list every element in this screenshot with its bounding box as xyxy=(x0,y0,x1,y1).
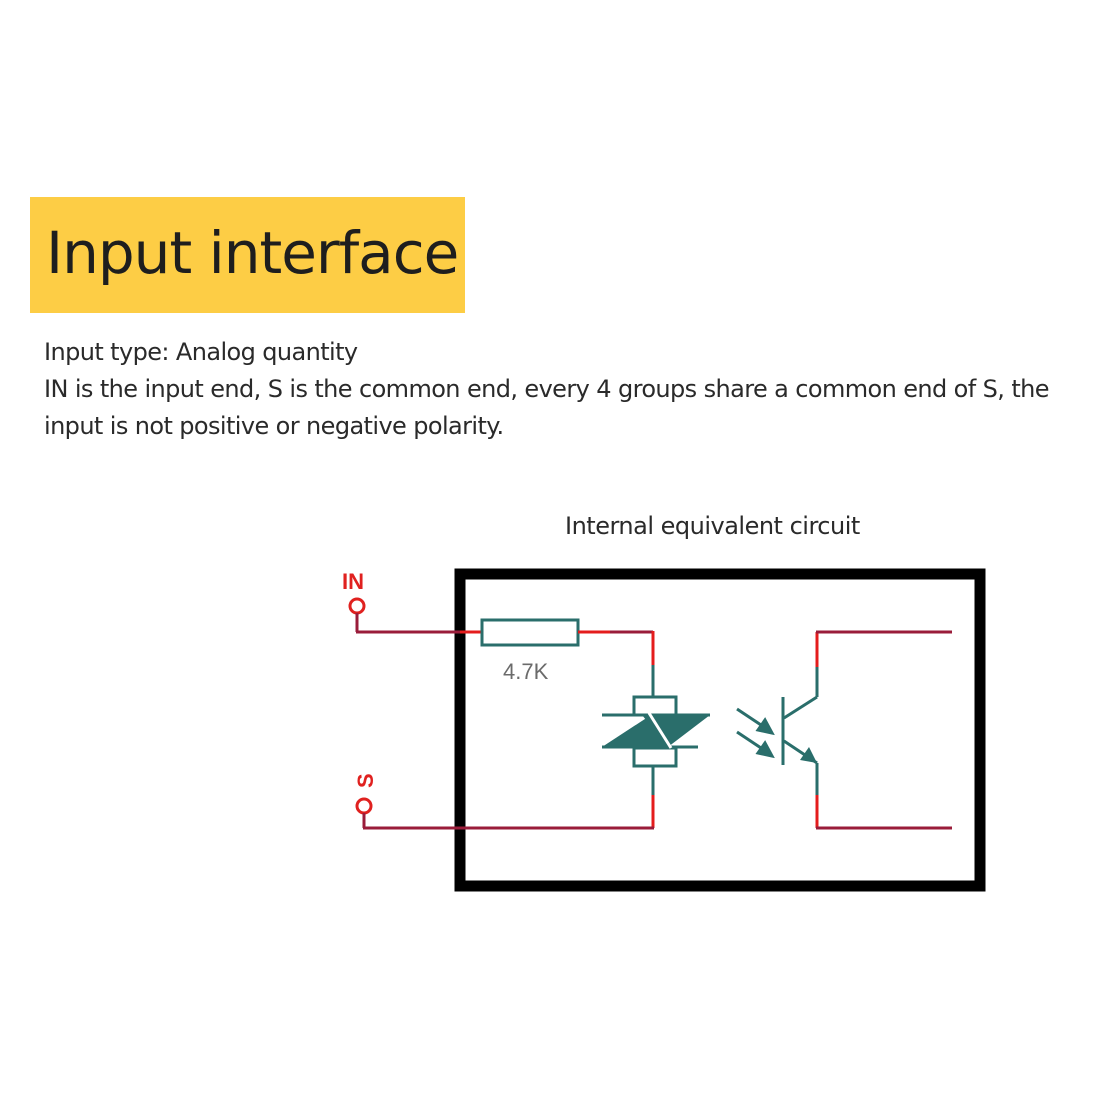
description: Input type: Analog quantity IN is the in… xyxy=(44,334,1094,445)
s-terminal-icon xyxy=(355,797,373,815)
s-terminal: S xyxy=(353,773,378,828)
in-terminal-label: IN xyxy=(342,569,364,594)
s-terminal-label: S xyxy=(353,773,378,788)
in-terminal-icon xyxy=(348,597,366,615)
title-banner: Input interface xyxy=(30,197,465,313)
resistor-value-label: 4.7K xyxy=(503,659,549,684)
circuit-caption: Internal equivalent circuit xyxy=(565,512,860,540)
in-terminal: IN xyxy=(342,569,366,632)
page-title: Input interface xyxy=(46,219,459,287)
light-arrows-icon xyxy=(736,707,775,759)
resistor-icon xyxy=(480,618,580,647)
device-boundary-box xyxy=(454,568,986,892)
bidirectional-led-icon xyxy=(602,695,710,768)
terminal-description-text: IN is the input end, S is the common end… xyxy=(44,375,1050,440)
phototransistor-icon xyxy=(781,630,952,830)
input-type-text: Input type: Analog quantity xyxy=(44,338,358,366)
